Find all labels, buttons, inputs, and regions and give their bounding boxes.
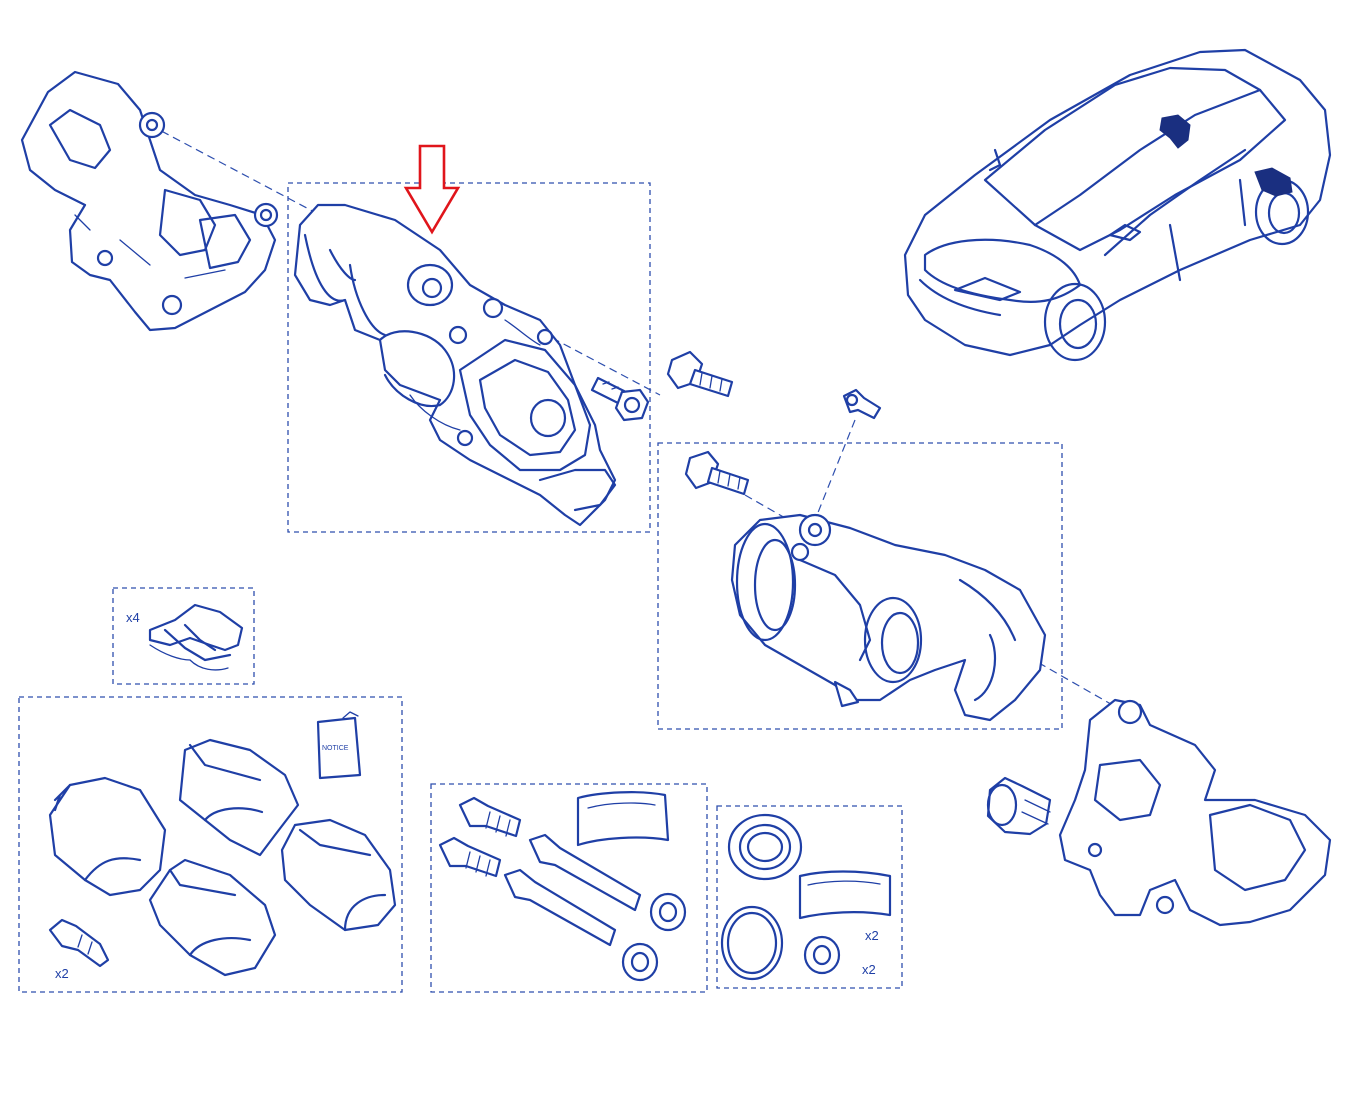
seal-kit-box: x2 x2 <box>716 805 903 989</box>
clip-qty-label: x4 <box>126 610 140 625</box>
clips-box: x4 <box>112 587 255 685</box>
down-arrow-icon <box>403 144 461 235</box>
car-icon <box>903 48 1332 362</box>
caliper-bolts-center <box>590 350 882 422</box>
right-caliper-bracket <box>986 698 1332 927</box>
caliper-kit-box-lower <box>657 442 1063 730</box>
brake-pads-box: NOTICE x2 <box>18 696 403 993</box>
caliper-kit-box-upper <box>287 182 651 533</box>
boot-qty-label: x2 <box>862 962 876 977</box>
grease-qty-label: x2 <box>865 928 879 943</box>
notice-booklet-icon: NOTICE <box>316 711 362 780</box>
left-caliper-bracket <box>20 70 279 332</box>
pad-bolt-qty-label: x2 <box>55 966 69 981</box>
guide-pins-box <box>430 783 708 993</box>
notice-label: NOTICE <box>322 745 349 752</box>
